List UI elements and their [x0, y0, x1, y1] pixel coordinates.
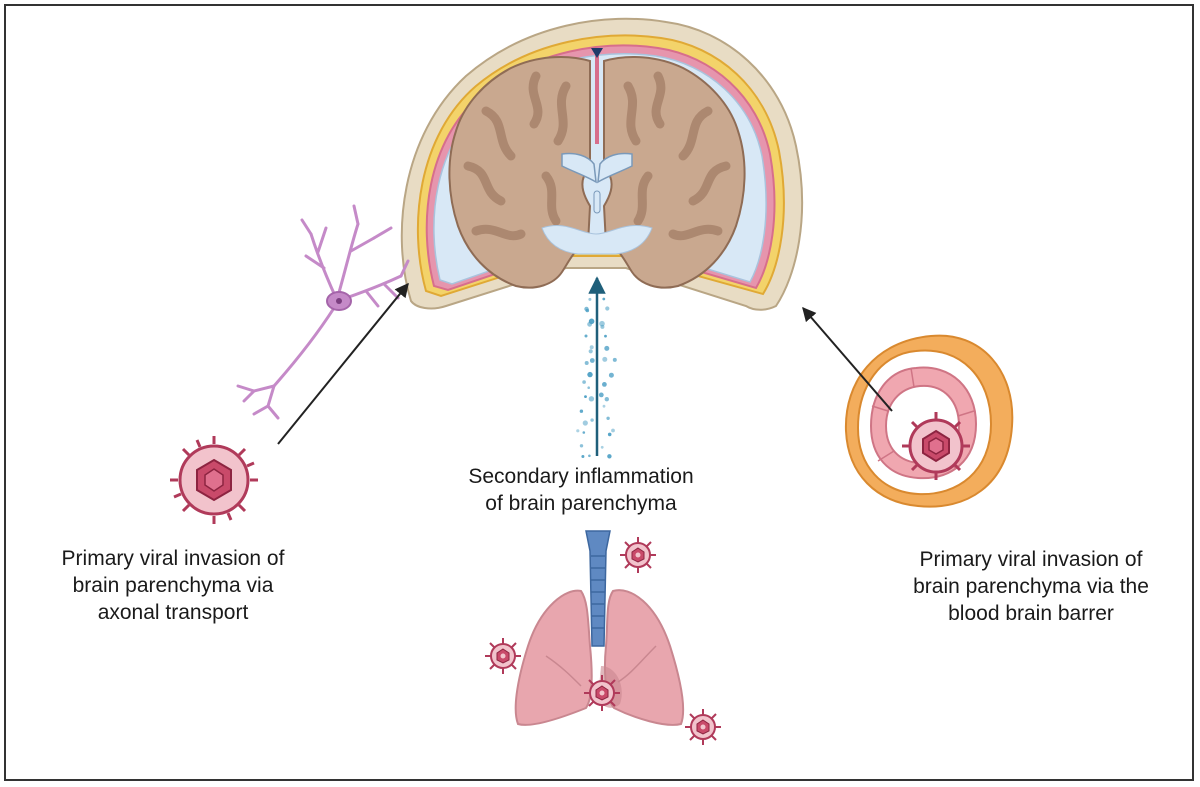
brain-illustration	[400, 17, 804, 311]
label-bbb-line-1: Primary viral invasion of	[919, 548, 1143, 571]
droplet	[588, 349, 593, 354]
droplet	[576, 429, 580, 433]
virus-small-4-icon	[684, 708, 722, 746]
droplet	[589, 358, 595, 363]
virus-small-1-icon	[619, 536, 657, 574]
droplet	[587, 386, 590, 390]
droplet	[589, 345, 594, 350]
droplet	[587, 371, 593, 378]
third-ventricle	[593, 190, 601, 214]
droplet	[602, 297, 606, 301]
droplet	[607, 454, 612, 459]
label-secondary-line-1: Secondary inflammation	[468, 465, 694, 488]
label-axonal-line-2: brain parenchyma via	[72, 574, 274, 597]
droplet	[588, 396, 595, 402]
droplet	[604, 397, 609, 402]
label-axonal-line-3: axonal transport	[97, 601, 249, 624]
right-gyri	[623, 71, 731, 241]
trachea	[585, 530, 611, 647]
droplet	[587, 321, 592, 327]
droplet	[611, 428, 615, 433]
virus-small-3-icon	[583, 674, 621, 712]
lateral-ventricles	[561, 152, 633, 184]
left-gyri	[463, 71, 571, 241]
label-blood-brain-barrier: Primary viral invasion of brain parenchy…	[876, 546, 1186, 627]
droplet	[582, 431, 586, 434]
droplet	[588, 454, 591, 458]
label-bbb-line-3: blood brain barrer	[948, 602, 1114, 625]
droplet	[582, 420, 588, 426]
virus-small-2-icon	[484, 637, 522, 675]
inflammation-droplets	[576, 297, 617, 459]
droplet	[599, 320, 605, 327]
diagram-canvas	[170, 17, 1014, 746]
label-secondary-inflammation: Secondary inflammation of brain parenchy…	[436, 463, 726, 517]
label-axonal-line-1: Primary viral invasion of	[61, 547, 285, 570]
basal-cistern	[541, 225, 653, 255]
droplet	[600, 445, 604, 449]
droplet	[612, 357, 617, 362]
droplet	[605, 306, 610, 311]
droplet	[608, 372, 614, 378]
droplet	[584, 395, 587, 398]
arrow-axonal	[277, 282, 409, 445]
droplet	[582, 380, 586, 384]
droplet	[584, 361, 589, 365]
droplet	[602, 356, 608, 362]
label-bbb-line-2: brain parenchyma via the	[913, 575, 1149, 598]
superior-sinus	[591, 48, 603, 58]
figure-frame: Primary viral invasion of brain parenchy…	[4, 4, 1194, 781]
left-lung	[514, 589, 593, 726]
virus-right-icon	[902, 412, 970, 480]
droplet	[606, 416, 610, 420]
arrow-bbb	[802, 306, 893, 412]
droplet	[604, 334, 607, 338]
droplet	[588, 297, 592, 301]
droplet	[590, 418, 594, 422]
label-axonal-transport: Primary viral invasion of brain parenchy…	[18, 545, 328, 626]
droplet	[598, 392, 604, 398]
droplet	[579, 444, 584, 448]
neuron-illustration	[236, 204, 410, 420]
droplet	[584, 334, 588, 338]
droplet	[584, 306, 589, 312]
label-secondary-line-2: of brain parenchyma	[485, 492, 677, 515]
droplet	[581, 455, 585, 458]
droplet	[600, 324, 605, 329]
droplet	[602, 404, 606, 408]
virus-left-icon	[170, 436, 258, 524]
droplet	[579, 409, 584, 413]
droplet	[607, 432, 612, 437]
droplet	[602, 382, 607, 387]
droplet	[604, 345, 610, 351]
